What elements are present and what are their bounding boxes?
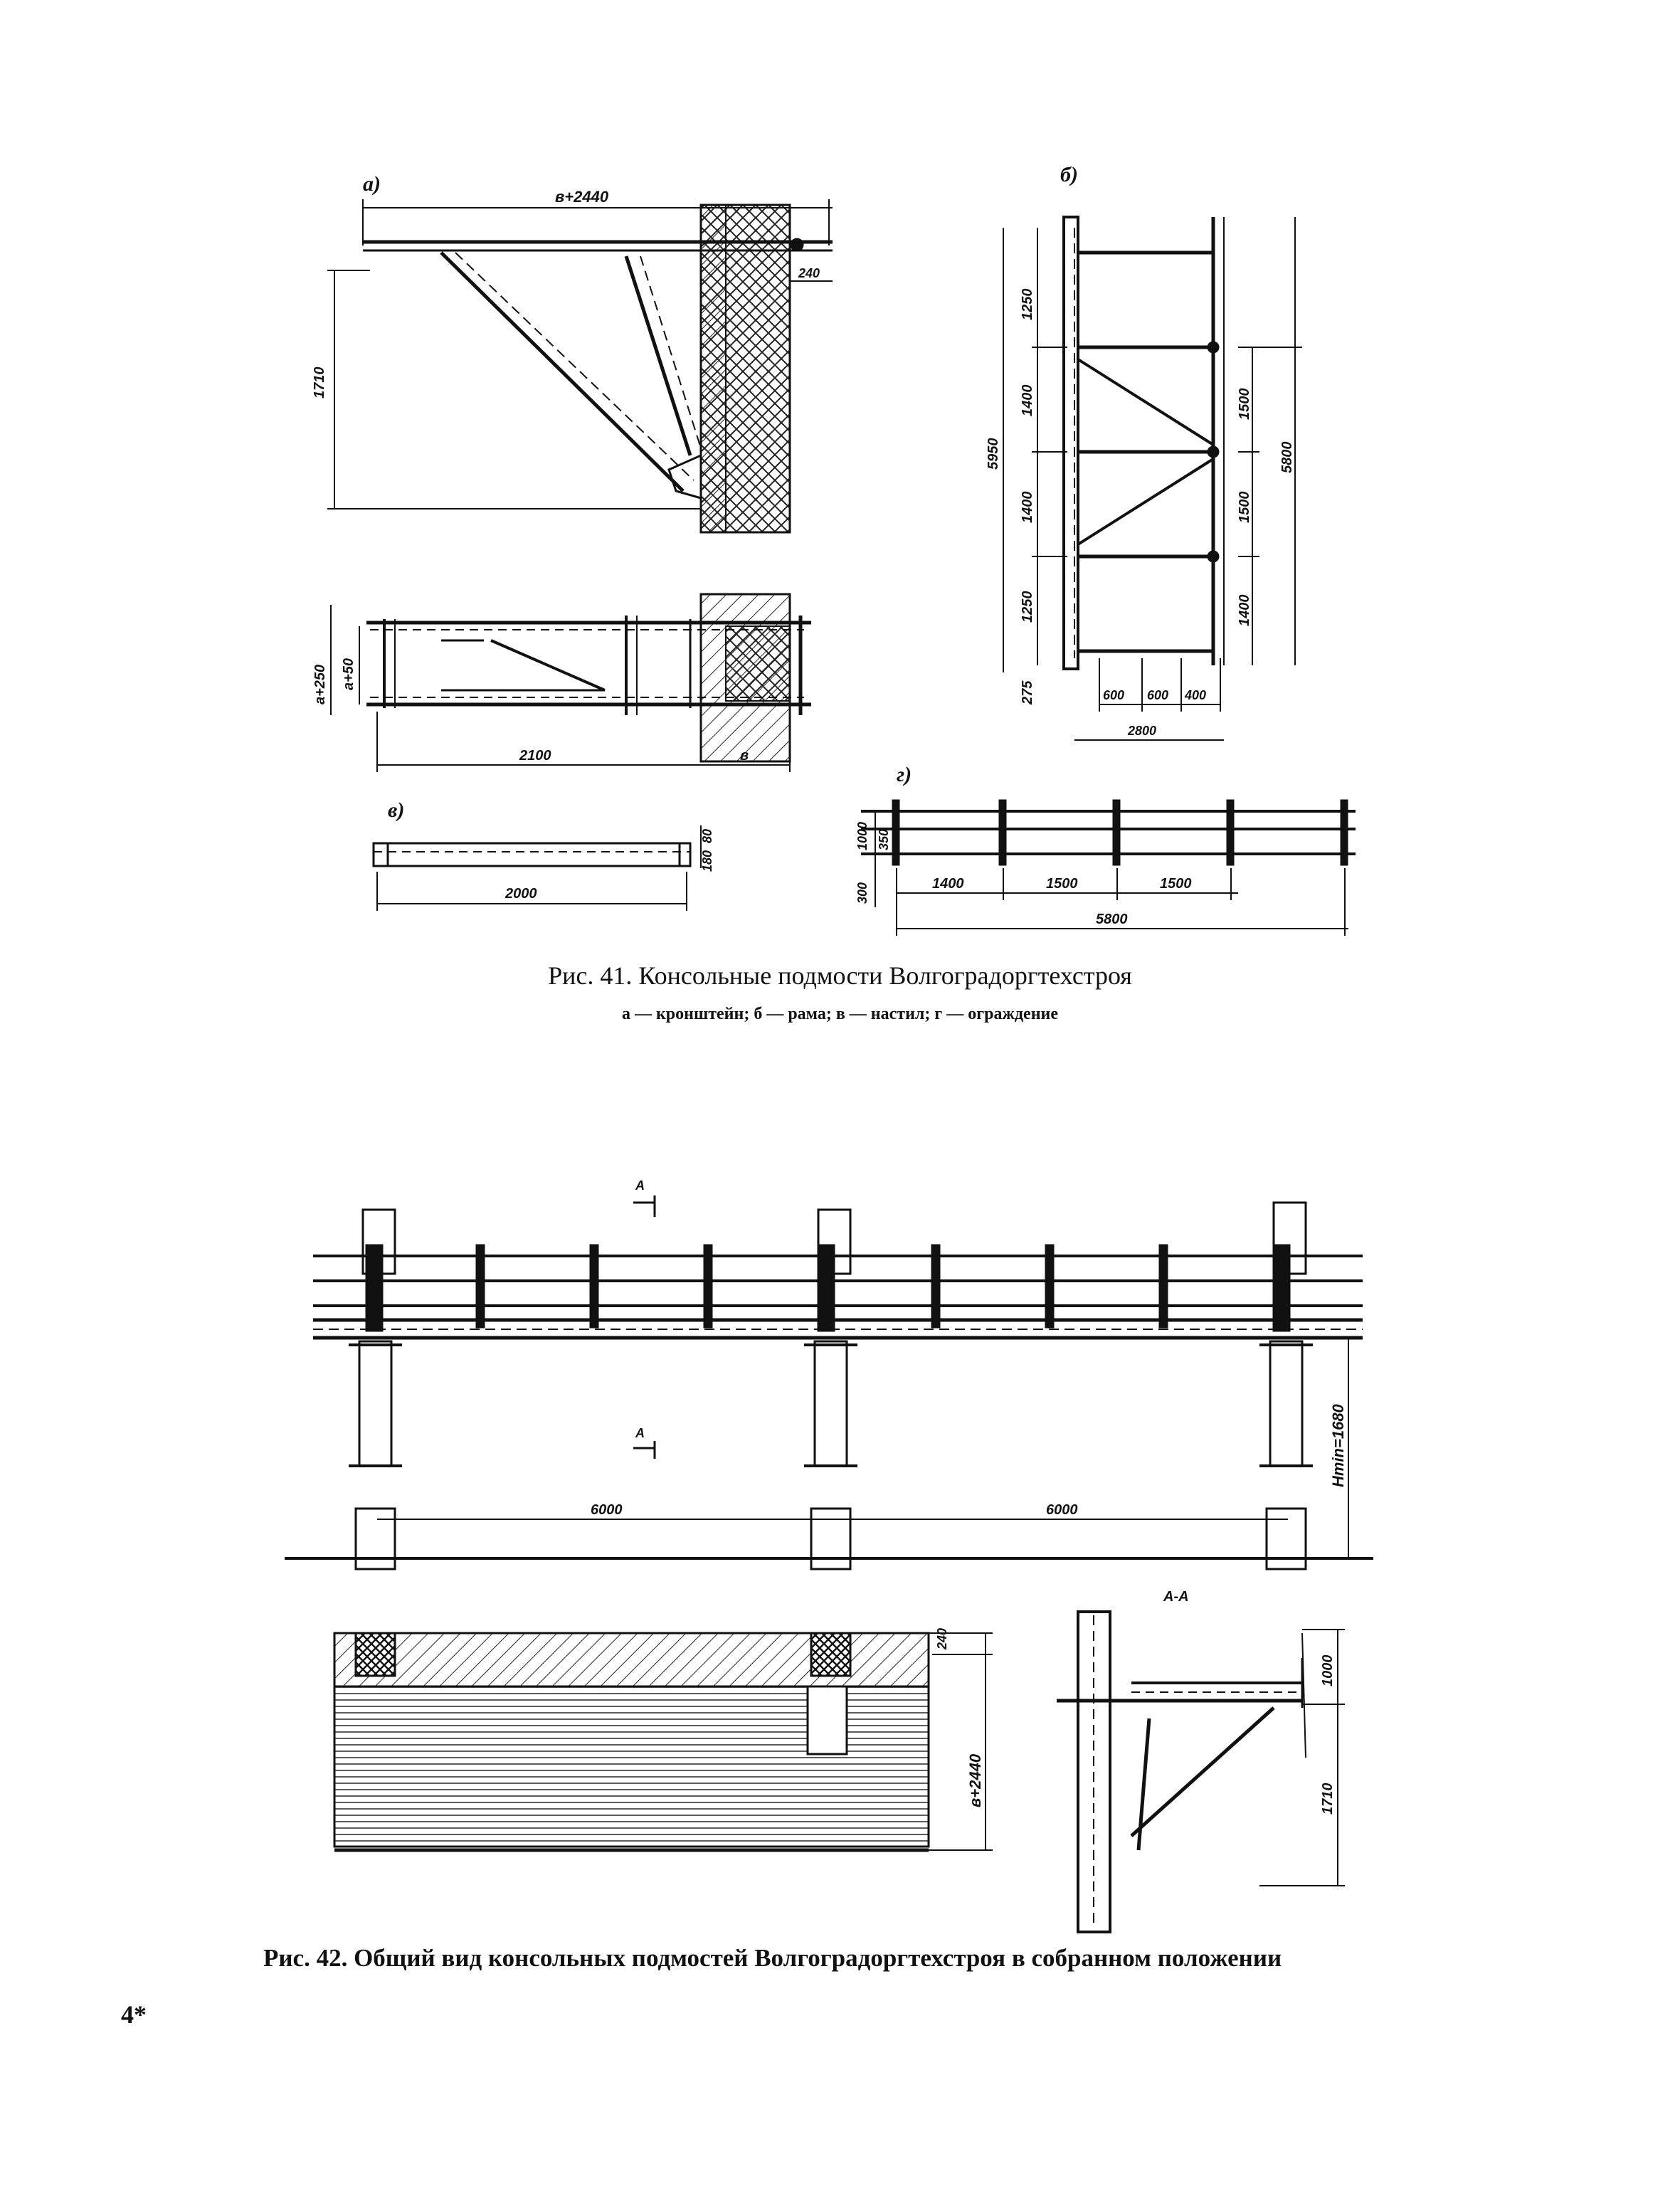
dim-a-plan-b: в <box>740 748 749 764</box>
dim-fig42-wall: 240 <box>935 1628 949 1650</box>
dim-g-height: 1000 <box>855 822 870 850</box>
fig42-section-aa <box>1057 1610 1345 1933</box>
dim-fig42-b: в+2440 <box>966 1753 984 1807</box>
fig42-section-mark-top: А <box>635 1178 645 1193</box>
fig42-plan <box>333 1632 993 1852</box>
dim-a-height: 1710 <box>312 367 327 399</box>
dim-b-overall: 5950 <box>986 438 1001 470</box>
dim-v-length: 2000 <box>504 886 537 902</box>
dim-g-s1: 1400 <box>932 876 964 892</box>
fig41-panel-a-elevation <box>327 199 833 534</box>
dim-g-mid: 350 <box>877 829 891 850</box>
fig41-panel-g-label: г) <box>897 763 912 786</box>
dim-b-right-overall: 5800 <box>1279 442 1295 474</box>
dim-b-w1: 600 <box>1103 688 1124 702</box>
dim-b-seg4: 1250 <box>1020 591 1035 623</box>
dim-a-top: в+2440 <box>555 188 609 206</box>
dim-a-plan-w2: а+50 <box>341 658 356 690</box>
dim-b-r2: 1500 <box>1237 492 1252 524</box>
dim-b-w2: 600 <box>1147 688 1168 702</box>
dim-b-seg3: 1400 <box>1020 492 1035 524</box>
fig41-panel-v-label: в) <box>388 798 404 822</box>
dim-b-r3: 1400 <box>1237 595 1252 627</box>
dim-b-seg2: 1400 <box>1020 385 1035 417</box>
dim-a-plan-length: 2100 <box>519 748 551 764</box>
page-mark: 4* <box>121 2000 147 2029</box>
dim-v-h: 180 <box>700 850 714 872</box>
fig42-caption: Рис. 42. Общий вид консольных подмостей … <box>263 1944 1282 1972</box>
fig41-panel-g-guardrail <box>861 799 1356 936</box>
dim-g-s3: 1500 <box>1160 876 1192 892</box>
dim-fig42-h2: 1710 <box>1320 1783 1336 1815</box>
fig41-panel-b-frame <box>1003 216 1302 741</box>
fig41-subcaption: а — кронштейн; б — рама; в — настил; г —… <box>621 1005 1059 1023</box>
dim-b-base: 275 <box>1020 680 1035 705</box>
fig41-caption: Рис. 41. Консольные подмости Волгоградор… <box>548 961 1132 990</box>
fig42-section-mark-bottom: А <box>635 1426 645 1440</box>
dim-g-low: 300 <box>855 882 870 904</box>
dim-fig42-span2: 6000 <box>1046 1502 1078 1518</box>
dim-b-w3: 400 <box>1184 688 1206 702</box>
dim-b-width: 2800 <box>1127 724 1156 738</box>
dim-fig42-span1: 6000 <box>591 1502 623 1518</box>
dim-b-r1: 1500 <box>1237 389 1252 421</box>
fig41-panel-a-label: а) <box>363 172 381 196</box>
fig42-section-aa-label: А-А <box>1163 1589 1189 1605</box>
dim-g-overall: 5800 <box>1096 912 1128 927</box>
dim-b-seg1: 1250 <box>1020 289 1035 321</box>
fig42-elevation <box>285 1195 1373 1570</box>
dim-fig42-h1: 1000 <box>1320 1655 1336 1687</box>
dim-fig42-height: Hmin=1680 <box>1329 1403 1347 1487</box>
dim-a-plan-w1: а+250 <box>312 665 328 704</box>
dim-v-thick: 80 <box>700 829 714 843</box>
fig41-panel-v-deck <box>372 825 702 911</box>
fig41-panel-a-plan <box>330 593 811 772</box>
dim-a-wall: 240 <box>798 266 820 280</box>
fig41-panel-b-label: б) <box>1060 163 1078 186</box>
dim-g-s2: 1500 <box>1046 876 1078 892</box>
